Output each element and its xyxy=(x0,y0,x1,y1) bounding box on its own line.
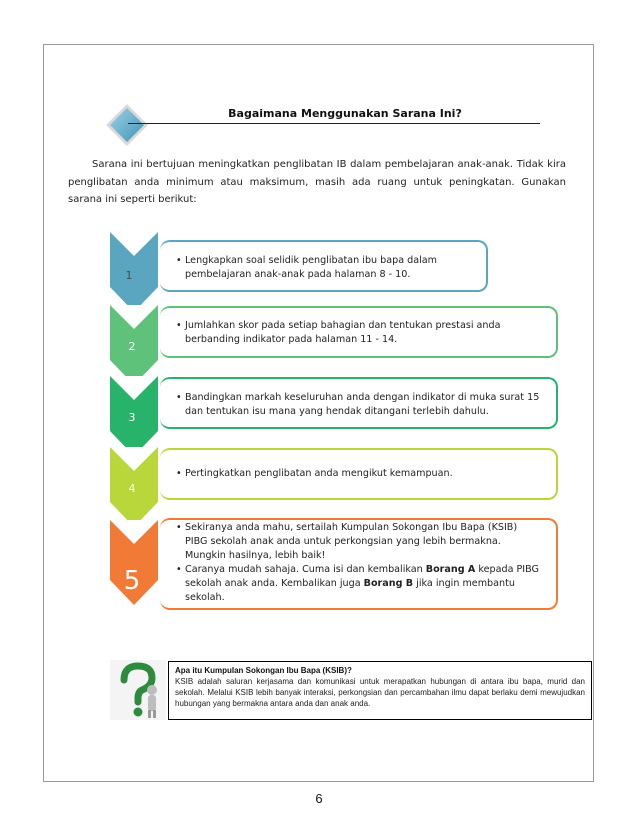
step-number-1: 1 xyxy=(126,269,133,282)
borang-b-label: Borang B xyxy=(364,578,413,589)
step-text-1: Lengkapkan soal selidik penglibatan ibu … xyxy=(176,254,476,282)
faq-box: Apa itu Kumpulan Sokongan Ibu Bapa (KSIB… xyxy=(168,661,592,720)
question-mark-figure-icon xyxy=(110,660,166,720)
faq-title: Apa itu Kumpulan Sokongan Ibu Bapa (KSIB… xyxy=(175,665,585,676)
chevron-1 xyxy=(110,232,158,312)
step-number-4: 4 xyxy=(129,482,136,495)
step-text-4: Pertingkatkan penglibatan anda mengikut … xyxy=(176,467,546,481)
page-number: 6 xyxy=(304,791,334,806)
step-text-3: Bandingkan markah keseluruhan anda denga… xyxy=(176,391,552,419)
step-number-5: 5 xyxy=(124,566,141,596)
step-number-3: 3 xyxy=(129,411,136,424)
step-text-2: Jumlahkan skor pada setiap bahagian dan … xyxy=(176,319,548,347)
borang-a-label: Borang A xyxy=(426,564,476,575)
faq-body: KSIB adalah saluran kerjasama dan komuni… xyxy=(175,676,585,709)
step-number-2: 2 xyxy=(129,340,136,353)
step-text-5: Sekiranya anda mahu, sertailah Kumpulan … xyxy=(176,521,540,605)
